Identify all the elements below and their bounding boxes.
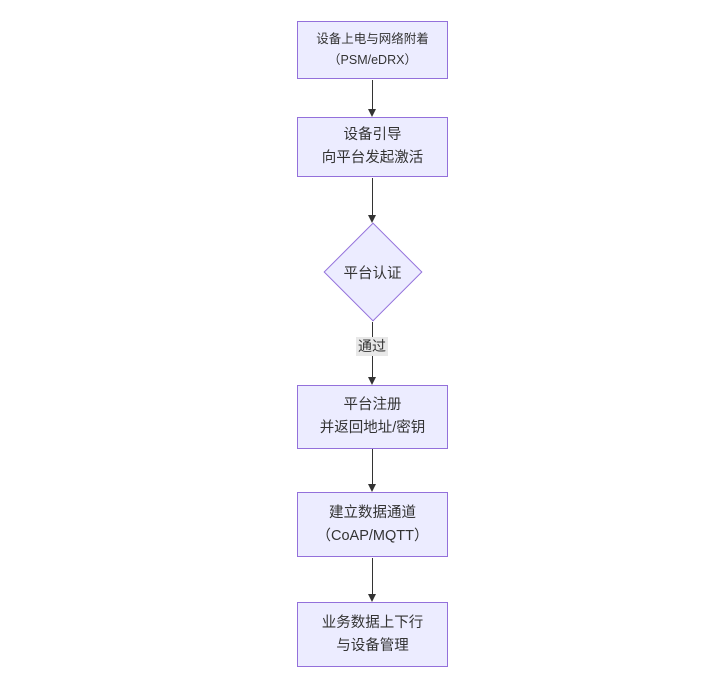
node-line: 设备上电与网络附着 — [316, 32, 429, 46]
edge-line — [372, 449, 373, 484]
arrowhead-down-icon — [368, 377, 376, 385]
node-line: 向平台发起激活 — [321, 150, 424, 166]
flow-node-power-attach: 设备上电与网络附着 （PSM/eDRX） — [297, 21, 448, 79]
arrowhead-down-icon — [368, 215, 376, 223]
flow-node-platform-auth: 平台认证 — [322, 222, 423, 322]
edge-line — [372, 178, 373, 215]
node-line: （CoAP/MQTT） — [316, 527, 429, 544]
node-line: 设备引导 — [343, 127, 402, 143]
node-line: 并返回地址/密钥 — [319, 420, 426, 436]
arrowhead-down-icon — [368, 484, 376, 492]
node-line: 平台注册 — [343, 397, 402, 413]
flow-node-data-channel: 建立数据通道 （CoAP/MQTT） — [297, 492, 448, 557]
flow-node-register: 平台注册 并返回地址/密钥 — [297, 385, 448, 449]
node-line: 业务数据上下行 — [321, 614, 424, 631]
flow-node-bootstrap: 设备引导 向平台发起激活 — [297, 117, 448, 177]
edge-line — [372, 558, 373, 594]
arrowhead-down-icon — [368, 594, 376, 602]
edge-label-pass: 通过 — [356, 337, 388, 356]
node-line: （PSM/eDRX） — [328, 53, 417, 67]
node-line: 与设备管理 — [336, 637, 409, 654]
flow-node-business-data: 业务数据上下行 与设备管理 — [297, 602, 448, 667]
edge-line — [372, 80, 373, 109]
node-line: 建立数据通道 — [329, 504, 416, 521]
arrowhead-down-icon — [368, 109, 376, 117]
node-line: 平台认证 — [343, 265, 402, 282]
